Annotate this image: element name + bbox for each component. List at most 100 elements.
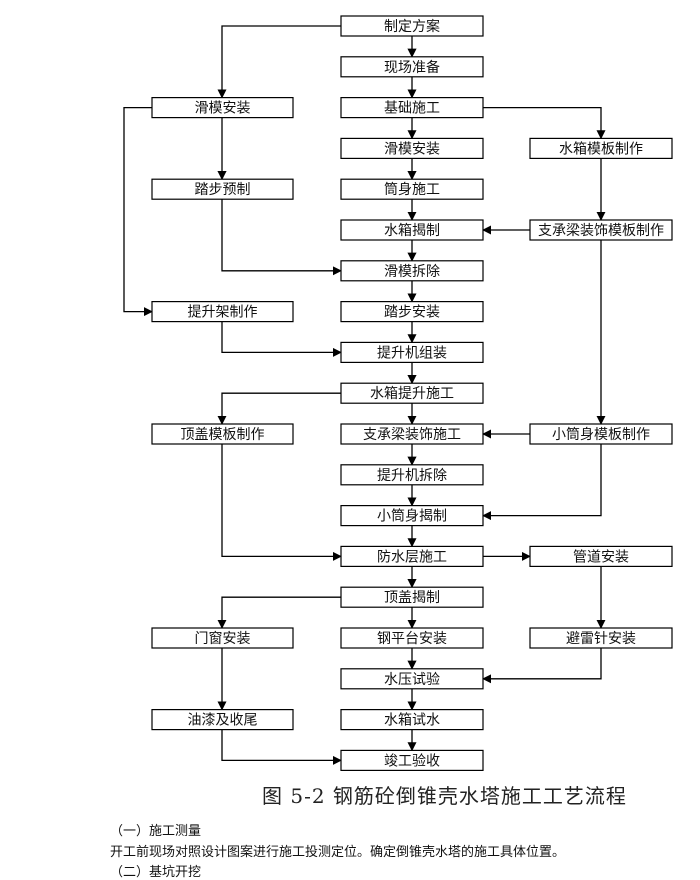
node-box: [340, 464, 484, 486]
node-box: [340, 96, 484, 119]
node-label: 踏步预制: [195, 182, 251, 198]
node-r1: 水箱模板制作: [529, 137, 673, 159]
node-box: [340, 708, 484, 731]
node-box: [529, 545, 673, 568]
node-n3: 基础施工: [340, 96, 484, 119]
section1-heading: （一）施工测量: [110, 824, 202, 839]
node-box: [151, 627, 294, 649]
node-n1: 制定方案: [340, 15, 484, 37]
node-n11: 支承梁装饰施工: [340, 423, 484, 445]
node-n14: 防水层施工: [340, 545, 484, 568]
node-label: 基础施工: [384, 100, 440, 117]
node-l5: 门窗安装: [151, 627, 294, 649]
node-n5: 筒身施工: [340, 178, 484, 200]
node-label: 滑模拆除: [384, 263, 440, 280]
node-label: 水箱模板制作: [559, 141, 643, 157]
node-l1: 滑模安装: [151, 96, 294, 119]
node-box: [340, 15, 484, 37]
node-label: 水箱揭制: [384, 223, 440, 239]
node-n17: 水压试验: [340, 668, 484, 690]
node-box: [340, 56, 484, 78]
node-box: [340, 627, 484, 649]
node-label: 钢平台安装: [377, 631, 447, 647]
node-label: 油漆及收尾: [188, 713, 258, 729]
node-n4: 滑模安装: [340, 137, 484, 159]
node-label: 竣工验收: [384, 753, 440, 769]
node-box: [151, 708, 294, 731]
node-label: 滑模安装: [384, 140, 440, 157]
node-label: 门窗安装: [195, 630, 251, 647]
node-box: [340, 545, 484, 568]
node-label: 水箱提升施工: [370, 386, 454, 402]
node-label: 支承梁装饰施工: [363, 427, 461, 443]
node-label: 筒身施工: [384, 181, 440, 198]
node-box: [340, 219, 484, 241]
node-box: [529, 219, 673, 241]
figure-caption: 图 5-2 钢筋砼倒锥壳水塔施工工艺流程: [262, 784, 627, 808]
node-n19: 竣工验收: [340, 749, 484, 772]
section2-heading: （二）基坑开挖: [110, 865, 202, 880]
flowchart: 制定方案现场准备基础施工滑模安装筒身施工水箱揭制滑模拆除踏步安装提升机组装水箱提…: [123, 15, 673, 772]
node-box: [340, 260, 484, 282]
edge-l6-n19: [221, 729, 342, 765]
edge-n3-r1: [483, 106, 606, 140]
node-label: 踏步安装: [384, 305, 440, 321]
node-box: [340, 137, 484, 159]
node-box: [529, 137, 673, 159]
node-n16: 钢平台安装: [340, 627, 484, 649]
node-n2: 现场准备: [340, 56, 484, 78]
node-label: 水压试验: [384, 672, 440, 688]
node-box: [340, 382, 484, 404]
node-label: 滑模安装: [195, 100, 251, 117]
node-label: 提升机拆除: [377, 468, 447, 484]
node-label: 提升机组装: [377, 345, 447, 361]
edge-r5-n17: [482, 648, 602, 684]
node-n7: 滑模拆除: [340, 260, 484, 282]
node-n8: 踏步安装: [340, 301, 484, 323]
node-box: [151, 96, 294, 119]
edge-r3-n13: [482, 444, 602, 521]
node-n12: 提升机拆除: [340, 464, 484, 486]
edge-n1-l1: [217, 25, 341, 99]
node-r5: 避雷针安装: [529, 627, 673, 649]
node-n6: 水箱揭制: [340, 219, 484, 241]
node-box: [151, 423, 294, 445]
node-box: [340, 341, 484, 363]
node-label: 小筒身模板制作: [552, 426, 650, 443]
node-l6: 油漆及收尾: [151, 708, 294, 731]
node-n15: 顶盖揭制: [340, 586, 484, 608]
node-box: [340, 423, 484, 445]
node-box: [340, 749, 484, 772]
node-n10: 水箱提升施工: [340, 382, 484, 404]
section1-text: 开工前现场对照设计图案进行施工投测定位。确定倒锥壳水塔的施工具体位置。: [110, 845, 566, 860]
node-box: [151, 301, 294, 323]
node-label: 水箱试水: [384, 713, 440, 729]
node-label: 现场准备: [384, 59, 440, 76]
edge-l2-n7: [221, 199, 342, 276]
node-l4: 顶盖模板制作: [151, 423, 294, 445]
node-label: 防水层施工: [377, 549, 447, 565]
node-box: [340, 505, 484, 527]
node-label: 避雷针安装: [566, 631, 636, 647]
edge-l1-l3: [123, 106, 153, 317]
node-box: [529, 423, 673, 445]
node-label: 支承梁装饰模板制作: [538, 223, 664, 239]
node-label: 管道安装: [573, 549, 629, 565]
node-label: 顶盖揭制: [384, 590, 440, 606]
node-r4: 管道安装: [529, 545, 673, 568]
edge-l3-n9: [221, 321, 342, 357]
edge-n15-l5: [217, 596, 341, 629]
node-box: [340, 586, 484, 608]
edge-n10-l4: [217, 392, 341, 425]
edge-l4-n14: [221, 444, 342, 561]
node-box: [529, 627, 673, 649]
node-n18: 水箱试水: [340, 708, 484, 731]
node-r2: 支承梁装饰模板制作: [529, 219, 673, 241]
node-label: 顶盖模板制作: [181, 427, 265, 443]
node-box: [340, 668, 484, 690]
node-label: 制定方案: [384, 18, 440, 35]
node-box: [340, 301, 484, 323]
node-r3: 小筒身模板制作: [529, 423, 673, 445]
node-l2: 踏步预制: [151, 178, 294, 200]
node-n13: 小筒身揭制: [340, 505, 484, 527]
